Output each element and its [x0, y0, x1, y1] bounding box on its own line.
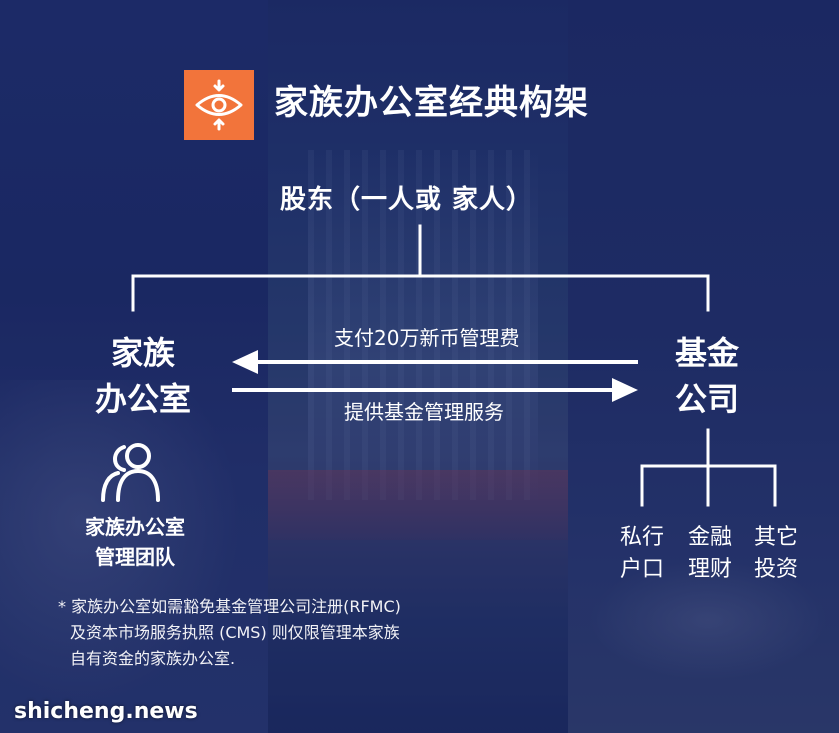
branch-private-bank-line-1: 私行 — [619, 525, 664, 550]
branch-wealth-management: 金融 理财 — [680, 522, 740, 586]
eye-icon — [195, 79, 243, 131]
branch-other-investment-line-1: 其它 — [753, 525, 798, 550]
branch-bracket-line — [640, 464, 777, 507]
background-panel-middle — [268, 0, 568, 733]
footnote-line-1: * 家族办公室如需豁免基金管理公司注册(RFMC) — [58, 597, 401, 616]
watermark: shicheng.news — [14, 699, 198, 724]
fund-service-label: 提供基金管理服务 — [344, 400, 504, 424]
management-fee-label: 支付20万新币管理费 — [334, 326, 520, 350]
branch-private-bank: 私行 户口 — [612, 522, 672, 586]
family-office-node: 家族 办公室 — [78, 330, 208, 422]
branch-other-investment-line-2: 投资 — [753, 557, 798, 582]
arrow-right — [232, 378, 638, 402]
branch-wealth-management-line-1: 金融 — [687, 525, 732, 550]
fund-company-node: 基金 公司 — [652, 330, 762, 422]
family-office-line-2: 办公室 — [94, 380, 191, 418]
team-label-line-1: 家族办公室 — [85, 515, 185, 539]
branch-wealth-management-line-2: 理财 — [687, 557, 732, 582]
family-office-line-1: 家族 — [110, 334, 175, 372]
team-label: 家族办公室 管理团队 — [60, 512, 210, 572]
branch-other-investment: 其它 投资 — [746, 522, 806, 586]
fund-company-line-2: 公司 — [674, 380, 739, 418]
arrow-left — [232, 350, 638, 374]
top-bracket-line — [131, 274, 710, 312]
team-label-line-2: 管理团队 — [95, 545, 175, 569]
logo-badge — [184, 70, 254, 140]
branch-private-bank-line-2: 户口 — [619, 557, 664, 582]
diagram-title: 家族办公室经典构架 — [274, 83, 589, 123]
background-panel-right — [568, 0, 839, 733]
fund-company-line-1: 基金 — [674, 334, 739, 372]
footnote-line-2: 及资本市场服务执照 (CMS) 则仅限管理本家族 — [70, 623, 400, 642]
team-icon — [98, 440, 168, 504]
shareholder-node: 股东（一人或 家人） — [280, 185, 534, 215]
footnote-line-3: 自有资金的家族办公室. — [70, 649, 236, 668]
footnote: * 家族办公室如需豁免基金管理公司注册(RFMC) 及资本市场服务执照 (CMS… — [58, 594, 401, 672]
